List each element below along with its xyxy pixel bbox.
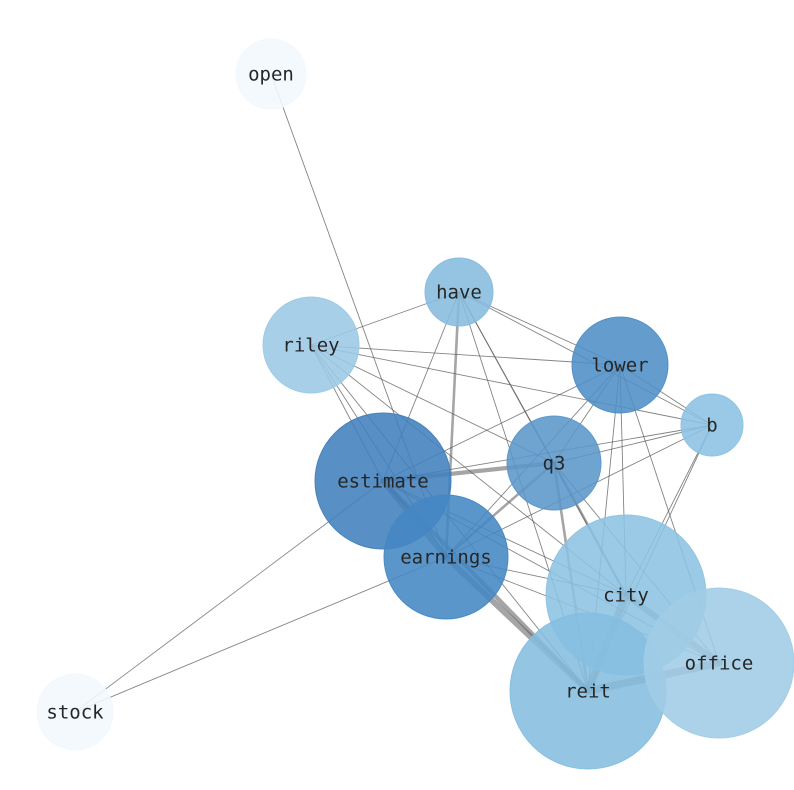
graph-edge: [310, 344, 621, 366]
graph-node-open[interactable]: [235, 38, 307, 110]
graph-node-riley[interactable]: [262, 296, 360, 394]
graph-node-lower[interactable]: [571, 316, 669, 414]
graph-edge: [74, 556, 447, 713]
node-layer: [36, 38, 794, 770]
graph-node-q3[interactable]: [506, 415, 602, 511]
graph-node-earnings[interactable]: [383, 494, 509, 620]
graph-node-stock[interactable]: [36, 673, 114, 751]
graph-edge: [310, 344, 713, 426]
graph-node-b[interactable]: [680, 393, 744, 457]
graph-node-have[interactable]: [424, 257, 494, 327]
graph-node-reit[interactable]: [509, 612, 667, 770]
graph-node-office[interactable]: [643, 587, 794, 739]
